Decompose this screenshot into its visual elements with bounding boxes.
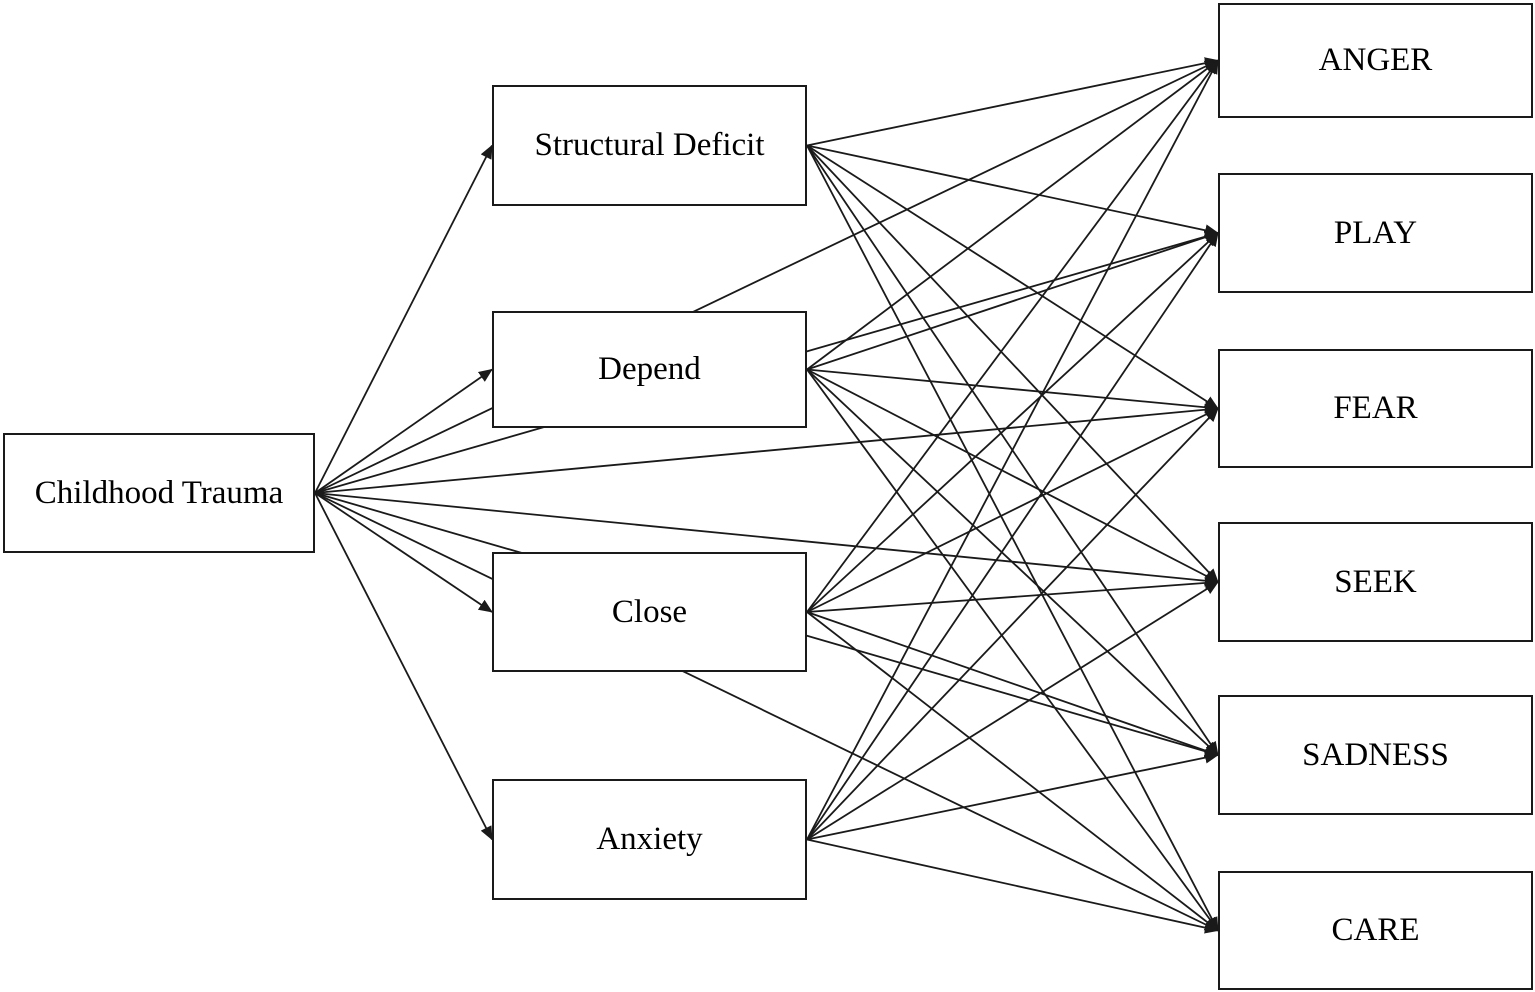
- edge-close-to-fear: [806, 407, 1219, 613]
- edge-close-to-anger: [806, 59, 1219, 613]
- edge-structural_deficit-to-anger: [806, 57, 1219, 147]
- edge-depend-to-seek: [806, 368, 1219, 583]
- node-label-structural-deficit: Structural Deficit: [534, 127, 765, 164]
- edge-anxiety-to-sadness: [806, 751, 1219, 841]
- node-label-anger: ANGER: [1318, 42, 1433, 79]
- node-label-sadness: SADNESS: [1302, 736, 1449, 773]
- edge-anxiety-to-care: [806, 838, 1219, 934]
- edge-anxiety-to-fear: [806, 407, 1219, 841]
- edge-close-to-sadness: [806, 611, 1219, 757]
- node-label-depend: Depend: [598, 351, 701, 388]
- node-care: CARE: [1218, 871, 1533, 990]
- node-label-close: Close: [611, 593, 688, 630]
- node-label-childhood-trauma: Childhood Trauma: [34, 474, 284, 511]
- edge-childhood_trauma-to-depend: [314, 368, 493, 494]
- edge-structural_deficit-to-play: [806, 144, 1219, 237]
- node-childhood-trauma: Childhood Trauma: [3, 433, 315, 553]
- edge-depend-to-fear: [806, 368, 1219, 414]
- edge-depend-to-play: [806, 231, 1219, 371]
- node-anger: ANGER: [1218, 3, 1533, 118]
- edge-structural_deficit-to-care: [806, 145, 1219, 932]
- edge-depend-to-sadness: [806, 368, 1219, 756]
- node-sadness: SADNESS: [1218, 695, 1533, 815]
- edge-depend-to-care: [806, 368, 1219, 932]
- edge-structural_deficit-to-seek: [806, 144, 1219, 583]
- node-anxiety: Anxiety: [492, 779, 807, 900]
- node-fear: FEAR: [1218, 349, 1533, 468]
- edge-childhood_trauma-to-anxiety: [314, 492, 493, 841]
- edge-anxiety-to-play: [806, 232, 1219, 841]
- node-label-care: CARE: [1331, 912, 1420, 949]
- node-label-seek: SEEK: [1334, 563, 1417, 600]
- edge-childhood_trauma-to-close: [314, 492, 493, 613]
- edge-childhood_trauma-to-care: [314, 492, 1219, 932]
- node-depend: Depend: [492, 311, 807, 428]
- edge-close-to-seek: [806, 576, 1219, 613]
- edge-structural_deficit-to-fear: [806, 144, 1219, 410]
- edge-childhood_trauma-to-anger: [314, 59, 1219, 494]
- node-close: Close: [492, 552, 807, 672]
- edge-childhood_trauma-to-structural_deficit: [314, 144, 493, 494]
- node-label-fear: FEAR: [1333, 390, 1418, 427]
- edge-depend-to-anger: [806, 59, 1219, 371]
- node-structural-deficit: Structural Deficit: [492, 85, 807, 206]
- edge-anxiety-to-anger: [806, 59, 1219, 840]
- edge-close-to-care: [806, 611, 1219, 932]
- node-label-anxiety: Anxiety: [596, 821, 703, 858]
- node-play: PLAY: [1218, 173, 1533, 293]
- edge-anxiety-to-seek: [806, 581, 1219, 841]
- edge-close-to-play: [806, 232, 1219, 613]
- node-label-play: PLAY: [1333, 214, 1418, 251]
- node-seek: SEEK: [1218, 522, 1533, 642]
